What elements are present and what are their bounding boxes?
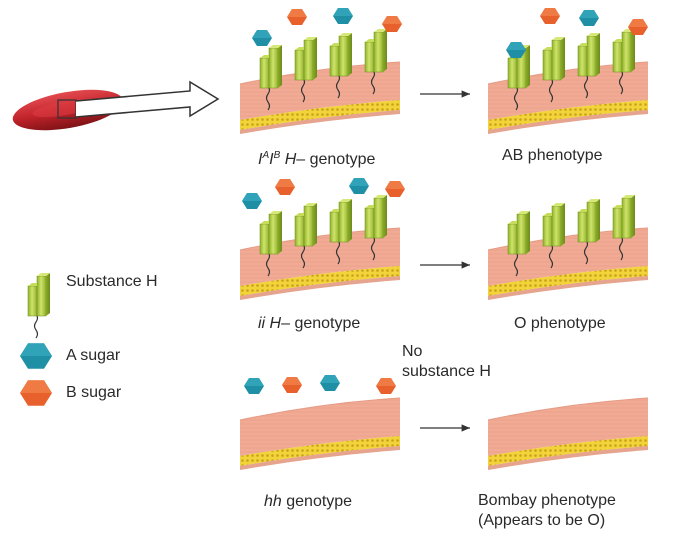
genotype-label-row2: ii H– genotype bbox=[258, 315, 361, 332]
legend-a-sugar-label: A sugar bbox=[66, 347, 121, 364]
membrane-row2-genotype bbox=[239, 178, 405, 301]
genotype-label-row3: hh genotype bbox=[264, 493, 353, 510]
legend-a-sugar-icon bbox=[19, 343, 52, 369]
phenotype-label-row3: Bombay phenotype (Appears to be O) bbox=[478, 492, 616, 529]
membrane-row1-phenotype bbox=[487, 8, 649, 135]
phenotype-label-row1: AB phenotype bbox=[502, 147, 603, 164]
membrane-row2-phenotype bbox=[487, 194, 649, 301]
legend-substance-h-icon bbox=[27, 272, 51, 339]
legend-b-sugar-label: B sugar bbox=[66, 384, 122, 401]
membrane-row3-genotype bbox=[239, 375, 401, 471]
legend-b-sugar-icon bbox=[19, 380, 52, 406]
zoom-arrow bbox=[75, 80, 220, 118]
genotype-label-row1: IAIB H– genotype bbox=[258, 150, 376, 168]
no-substance-h-label: No substance H bbox=[402, 343, 491, 380]
legend-substance-h-label: Substance H bbox=[66, 273, 158, 290]
membrane-row3-phenotype bbox=[487, 397, 649, 471]
membrane-row1-genotype bbox=[239, 8, 402, 135]
phenotype-label-row2: O phenotype bbox=[514, 315, 606, 332]
